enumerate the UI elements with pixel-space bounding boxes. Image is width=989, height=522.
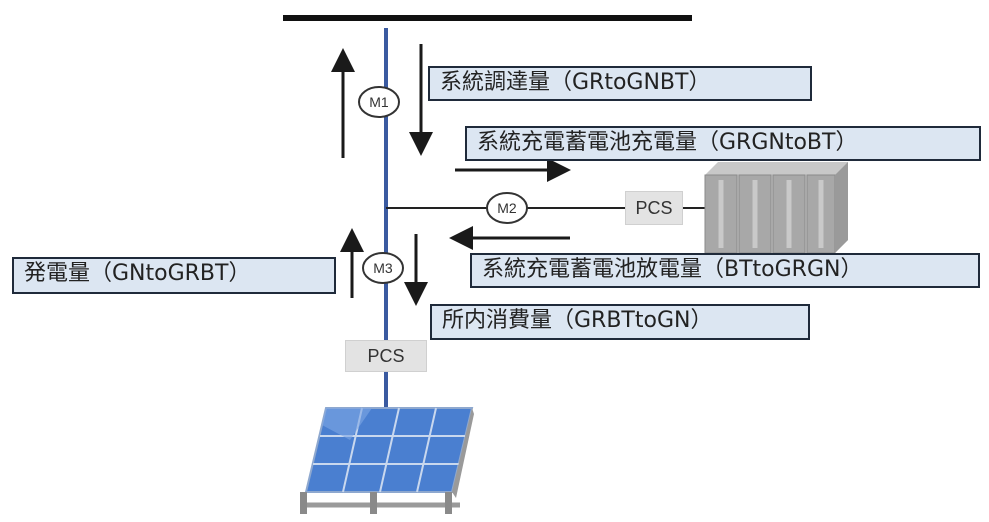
meter-m1: M1 <box>358 86 400 118</box>
meter-m3: M3 <box>362 252 404 284</box>
meter-m1-label: M1 <box>369 94 389 110</box>
solar-panel-icon <box>300 407 474 514</box>
battery-pcs-box: PCS <box>625 191 683 225</box>
battery-pcs-label: PCS <box>635 197 673 218</box>
self-consumption-label: 所内消費量（GRBTtoGN） <box>430 304 810 340</box>
generation-label: 発電量（GNtoGRBT） <box>12 257 336 294</box>
meter-m2-label: M2 <box>497 200 517 216</box>
solar-pcs-label: PCS <box>367 345 405 366</box>
solar-pcs-box: PCS <box>345 340 427 372</box>
meter-m3-label: M3 <box>373 260 393 276</box>
battery-bank-icon <box>704 162 848 254</box>
grid-purchase-label: 系統調達量（GRtoGNBT） <box>428 66 812 101</box>
grid-discharge-label: 系統充電蓄電池放電量（BTtoGRGN） <box>470 253 980 288</box>
meter-m2: M2 <box>486 192 528 224</box>
grid-charge-label: 系統充電蓄電池充電量（GRGNtoBT） <box>465 126 981 161</box>
